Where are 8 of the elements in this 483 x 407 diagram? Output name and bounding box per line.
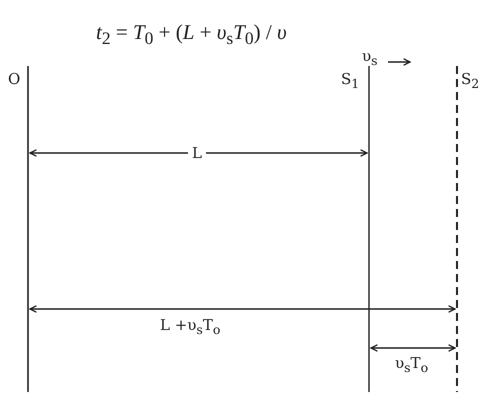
dimension-label: L +υ$_{s}$T$_{o}$ <box>160 318 220 336</box>
dimension-label: υ$_{s}$T$_{o}$ <box>395 356 428 374</box>
point-label: S$_{1}$ <box>341 72 360 90</box>
formula: t$_{2}$ = T$_{0}$ + (L + υ$_{s}$T$_{0}$) / υ <box>96 22 287 48</box>
point-label: O <box>8 72 20 87</box>
velocity-label: υ$_{s}$ <box>362 49 378 68</box>
dimension-label: L <box>188 146 206 161</box>
point-label: S$_{2}$ <box>461 72 480 90</box>
